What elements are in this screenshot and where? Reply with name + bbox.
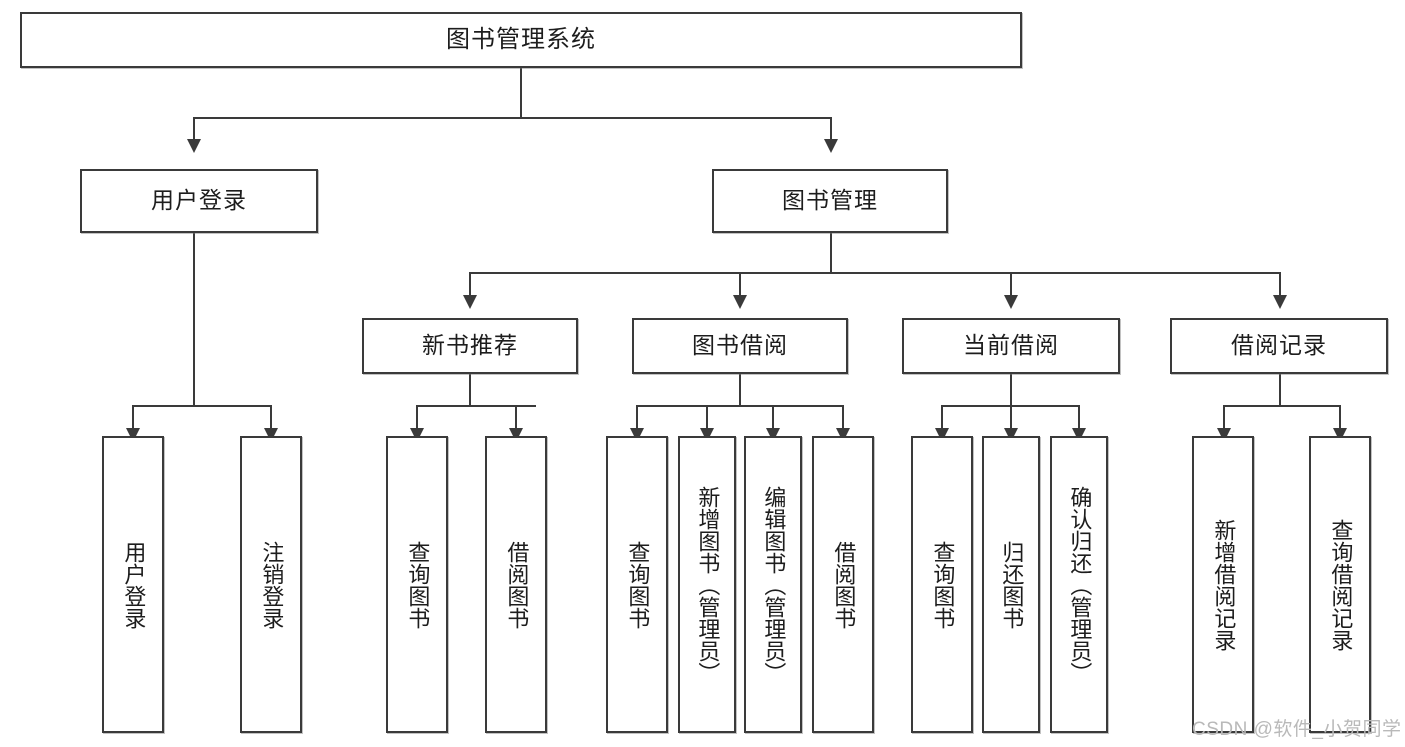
node-label: 借阅记录 (1231, 332, 1327, 359)
node-label: 确认归还（管理员） (1067, 485, 1093, 684)
connector-borrow-record-stem (1279, 374, 1281, 406)
connector-drop-book-management (830, 117, 832, 141)
connector-level2-bus (193, 117, 832, 119)
node-label: 图书借阅 (692, 332, 788, 359)
connector-drop-nb-0 (416, 405, 418, 430)
node-label: 注销登录 (259, 540, 285, 629)
connector-book-borrow-stem (739, 374, 741, 406)
node-label: 图书管理系统 (446, 25, 596, 53)
arrow-borrow-record (1273, 295, 1287, 309)
arrow-current-borrow (1004, 295, 1018, 309)
node-label: 新书推荐 (422, 332, 518, 359)
connector-drop-borrow-record (1279, 272, 1281, 297)
connector-level3-bus (469, 272, 1280, 274)
leaf-new-book-borrow[interactable]: 借阅图书 (485, 436, 547, 733)
leaf-book-borrow-add[interactable]: 新增图书（管理员） (678, 436, 736, 733)
node-label: 查询图书 (625, 540, 651, 629)
leaf-book-borrow-query[interactable]: 查询图书 (606, 436, 668, 733)
connector-root-stem (520, 68, 522, 118)
node-book-management[interactable]: 图书管理 (712, 169, 948, 233)
connector-drop-cb-0 (941, 405, 943, 430)
node-borrow-record[interactable]: 借阅记录 (1170, 318, 1388, 374)
connector-drop-leaf-logout (270, 405, 272, 430)
node-label: 新增借阅记录 (1211, 518, 1237, 651)
connector-drop-book-borrow (739, 272, 741, 297)
connector-drop-user-login (193, 117, 195, 141)
connector-drop-br-1 (1339, 405, 1341, 430)
connector-book-management-stem (830, 233, 832, 273)
node-current-borrow[interactable]: 当前借阅 (902, 318, 1120, 374)
node-label: 查询图书 (405, 540, 431, 629)
node-root-book-management-system[interactable]: 图书管理系统 (20, 12, 1022, 68)
watermark-label: CSDN @软件_小贺同学 (1192, 719, 1402, 740)
leaf-current-borrow-confirm[interactable]: 确认归还（管理员） (1050, 436, 1108, 733)
connector-new-book-stem (469, 374, 471, 406)
node-label: 借阅图书 (831, 540, 857, 629)
node-label: 当前借阅 (963, 332, 1059, 359)
connector-drop-br-0 (1223, 405, 1225, 430)
connector-drop-bb-3 (842, 405, 844, 430)
connector-book-borrow-bus (636, 405, 843, 407)
leaf-borrow-record-query[interactable]: 查询借阅记录 (1309, 436, 1371, 733)
arrow-book-management (824, 139, 838, 153)
connector-new-book-bus (416, 405, 536, 407)
arrow-user-login (187, 139, 201, 153)
leaf-book-borrow-borrow[interactable]: 借阅图书 (812, 436, 874, 733)
connector-drop-bb-0 (636, 405, 638, 430)
arrow-book-borrow (733, 295, 747, 309)
connector-current-borrow-bus (941, 405, 1078, 407)
connector-drop-new-book (469, 272, 471, 297)
node-label: 图书管理 (782, 187, 878, 214)
leaf-current-borrow-return[interactable]: 归还图书 (982, 436, 1040, 733)
node-label: 用户登录 (121, 540, 147, 629)
leaf-book-borrow-edit[interactable]: 编辑图书（管理员） (744, 436, 802, 733)
leaf-user-login[interactable]: 用户登录 (102, 436, 164, 733)
node-new-book-recommend[interactable]: 新书推荐 (362, 318, 578, 374)
node-label: 编辑图书（管理员） (761, 485, 787, 684)
leaf-logout[interactable]: 注销登录 (240, 436, 302, 733)
connector-drop-cb-1 (1010, 405, 1012, 430)
connector-current-borrow-stem (1010, 374, 1012, 406)
node-label: 归还图书 (999, 540, 1025, 629)
connector-user-login-bus (132, 405, 272, 407)
node-label: 新增图书（管理员） (695, 485, 721, 684)
leaf-new-book-query[interactable]: 查询图书 (386, 436, 448, 733)
node-label: 查询图书 (930, 540, 956, 629)
leaf-current-borrow-query[interactable]: 查询图书 (911, 436, 973, 733)
node-label: 查询借阅记录 (1328, 518, 1354, 651)
node-user-login[interactable]: 用户登录 (80, 169, 318, 233)
node-label: 借阅图书 (504, 540, 530, 629)
connector-drop-nb-1 (515, 405, 517, 430)
node-label: 用户登录 (151, 187, 247, 214)
connector-drop-cb-2 (1078, 405, 1080, 430)
connector-drop-bb-2 (772, 405, 774, 430)
leaf-borrow-record-add[interactable]: 新增借阅记录 (1192, 436, 1254, 733)
connector-borrow-record-bus (1223, 405, 1341, 407)
connector-drop-leaf-user-login (132, 405, 134, 430)
connector-user-login-stem (193, 233, 195, 406)
node-book-borrow[interactable]: 图书借阅 (632, 318, 848, 374)
connector-drop-current-borrow (1010, 272, 1012, 297)
arrow-new-book (463, 295, 477, 309)
connector-drop-bb-1 (706, 405, 708, 430)
